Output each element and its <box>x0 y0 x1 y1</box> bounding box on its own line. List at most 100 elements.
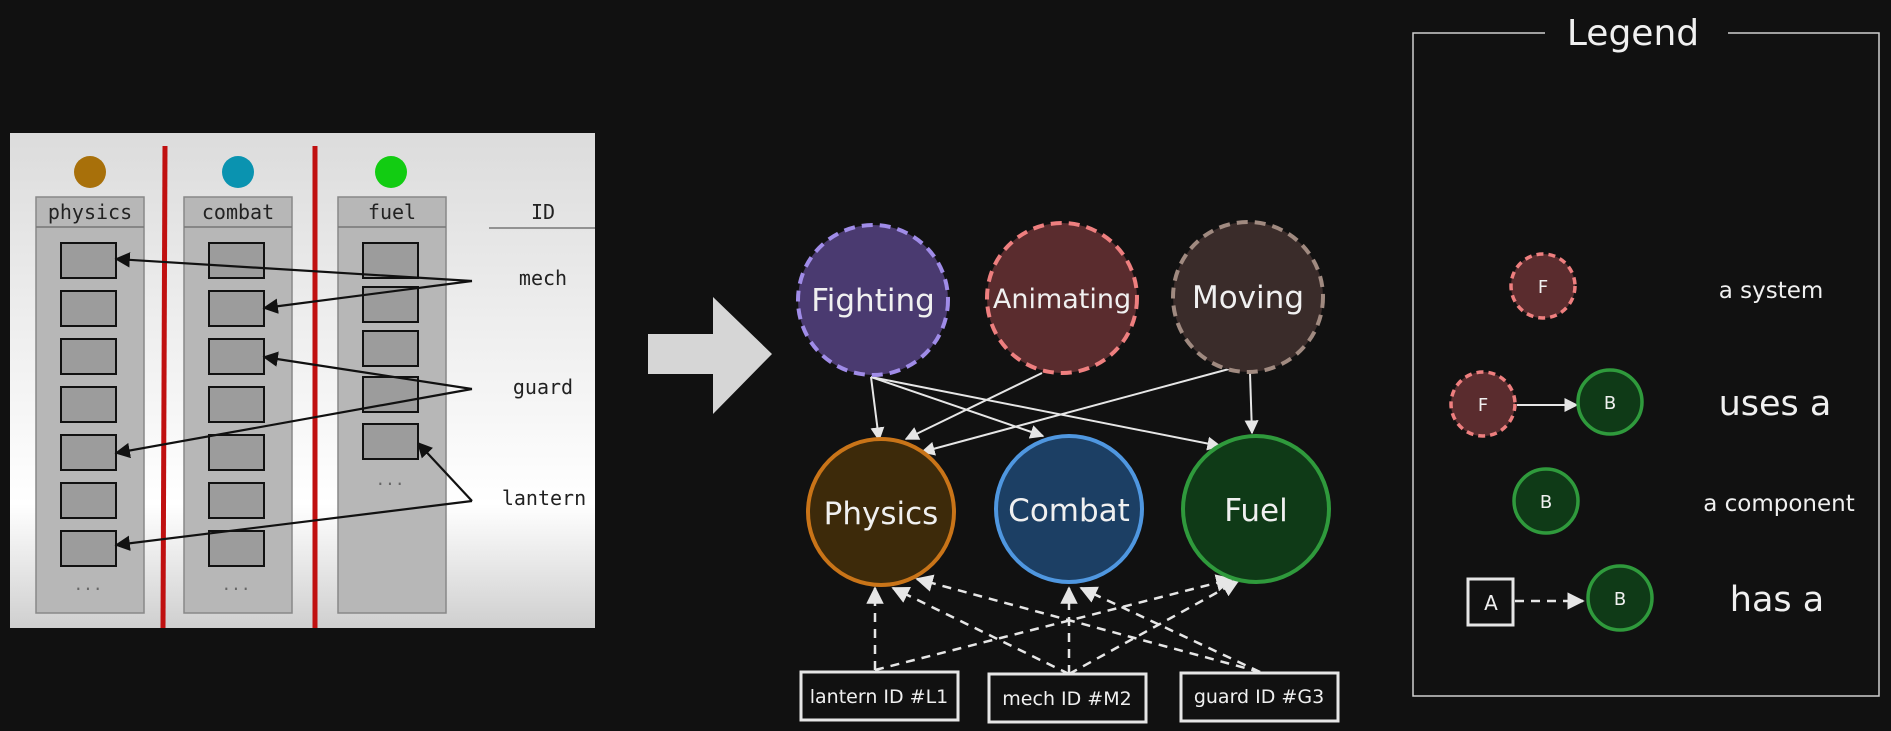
system-animating: Animating <box>985 221 1139 375</box>
table-cell <box>208 530 265 567</box>
table-cell <box>60 530 117 567</box>
combat-cells <box>208 242 265 567</box>
legend-component-node <box>1512 467 1580 535</box>
entity-lantern: lantern ID #L1 <box>799 670 960 722</box>
uses-arrows <box>870 368 1259 456</box>
table-cell <box>208 242 265 279</box>
entity-label: lantern ID #L1 <box>810 686 949 708</box>
entity-box <box>987 672 1148 724</box>
component-label: Combat <box>1008 493 1130 529</box>
legend-component-glyph: B <box>1604 393 1616 414</box>
system-node <box>1171 220 1325 374</box>
column-header-fuel: fuel <box>368 200 416 224</box>
legend-label-component: a component <box>1703 491 1855 517</box>
table-cell <box>208 434 265 471</box>
system-fighting: Fighting <box>796 223 950 377</box>
legend: Legend F a system F B uses a B a compone… <box>1412 13 1880 697</box>
legend-row-has: A B has a <box>1466 564 1824 632</box>
entity-label: mech ID #M2 <box>1002 688 1131 710</box>
table-cell <box>362 286 419 323</box>
legend-row-component: B a component <box>1512 467 1855 535</box>
combat-color-dot <box>222 156 254 188</box>
reference-arrow <box>114 252 473 283</box>
table-cell <box>208 386 265 423</box>
component-label: Physics <box>824 496 939 532</box>
id-label-mech: mech <box>519 266 567 290</box>
has-arrow <box>874 574 1234 672</box>
has-arrow <box>891 586 1070 676</box>
system-component-graph: Fighting Animating Moving Physics Combat… <box>796 220 1340 724</box>
column-ellipsis: ... <box>74 575 103 594</box>
component-fuel: Fuel <box>1181 434 1331 584</box>
column-ellipsis: ... <box>222 575 251 594</box>
legend-row-system: F a system <box>1509 252 1824 320</box>
uses-arrow <box>904 372 1043 440</box>
legend-component-glyph: B <box>1540 492 1552 513</box>
table-cell <box>60 290 117 327</box>
table-cell <box>60 386 117 423</box>
system-node <box>985 221 1139 375</box>
legend-entity-glyph: A <box>1484 591 1498 615</box>
reference-arrow <box>262 351 473 391</box>
table-cell <box>208 338 265 375</box>
table-cell <box>208 290 265 327</box>
legend-label-has: has a <box>1730 580 1824 620</box>
component-node <box>806 437 956 587</box>
uses-arrow <box>1244 372 1259 435</box>
table-cell <box>60 482 117 519</box>
system-label: Animating <box>993 284 1131 315</box>
reference-arrow <box>262 279 473 314</box>
has-arrow <box>915 574 1261 674</box>
legend-frame <box>1412 32 1880 697</box>
table-cell <box>362 423 419 460</box>
column-header-combat: combat <box>202 200 274 224</box>
table-cell <box>362 242 419 279</box>
fuel-cells <box>362 242 419 460</box>
storage-table-panel: physics ... combat <box>10 133 595 629</box>
red-divider <box>160 145 168 629</box>
entity-mech: mech ID #M2 <box>987 672 1148 724</box>
legend-component-node <box>1586 564 1654 632</box>
table-cell <box>60 242 117 279</box>
column-header-physics: physics <box>48 200 132 224</box>
column-ellipsis: ... <box>376 470 405 489</box>
has-arrows <box>866 574 1261 676</box>
component-label: Fuel <box>1224 493 1287 529</box>
id-label-lantern: lantern <box>502 486 586 510</box>
table-cell <box>60 434 117 471</box>
legend-system-glyph: F <box>1478 395 1488 416</box>
uses-arrow <box>920 368 1230 456</box>
entity-box <box>1179 671 1340 723</box>
legend-row-uses: F B uses a <box>1449 368 1832 438</box>
id-column-header: ID <box>531 200 555 224</box>
entity-label: guard ID #G3 <box>1194 686 1324 708</box>
table-cell <box>208 482 265 519</box>
uses-arrow <box>870 376 885 442</box>
system-label: Moving <box>1192 280 1304 316</box>
has-arrow <box>1079 586 1261 674</box>
system-label: Fighting <box>811 283 935 319</box>
legend-label-uses: uses a <box>1719 384 1832 424</box>
legend-component-glyph: B <box>1614 589 1626 610</box>
reference-arrow <box>114 499 473 551</box>
id-reference-arrows <box>114 252 473 551</box>
component-combat: Combat <box>994 434 1144 584</box>
reference-arrow <box>416 441 473 502</box>
fuel-color-dot <box>375 156 407 188</box>
system-node <box>796 223 950 377</box>
component-node <box>994 434 1144 584</box>
legend-system-node <box>1509 252 1577 320</box>
legend-label-system: a system <box>1719 278 1824 304</box>
component-node <box>1181 434 1331 584</box>
has-arrow <box>1068 579 1240 676</box>
uses-arrow <box>870 376 1222 451</box>
legend-system-node <box>1449 370 1517 438</box>
legend-entity-box <box>1466 577 1515 627</box>
table-cell <box>362 330 419 367</box>
id-label-guard: guard <box>513 375 573 399</box>
reference-arrow <box>114 387 473 459</box>
transform-arrow <box>648 297 772 414</box>
physics-color-dot <box>74 156 106 188</box>
system-moving: Moving <box>1171 220 1325 374</box>
